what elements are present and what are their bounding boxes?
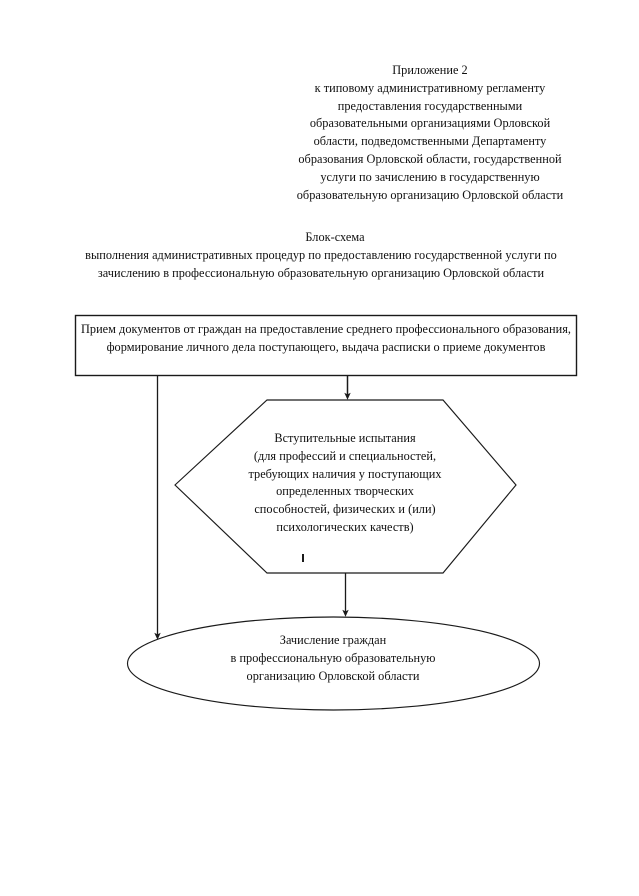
document-title-body: выполнения административных процедур по … <box>85 248 557 280</box>
document-title-lead: Блок-схема <box>305 230 365 244</box>
node-enrollment-shape <box>126 616 541 711</box>
scan-artifact-speck <box>302 554 304 562</box>
node-intake-shape <box>74 314 578 377</box>
appendix-reference-header: Приложение 2 к типовому административном… <box>296 63 564 202</box>
node-entrance-exams-label: Вступительные испытания (для профессий и… <box>248 431 442 534</box>
node-entrance-exams-shape <box>174 399 517 574</box>
node-intake-label: Прием документов от граждан на предостав… <box>81 322 571 354</box>
node-enrollment-label: Зачисление граждан в профессиональную об… <box>230 633 436 683</box>
